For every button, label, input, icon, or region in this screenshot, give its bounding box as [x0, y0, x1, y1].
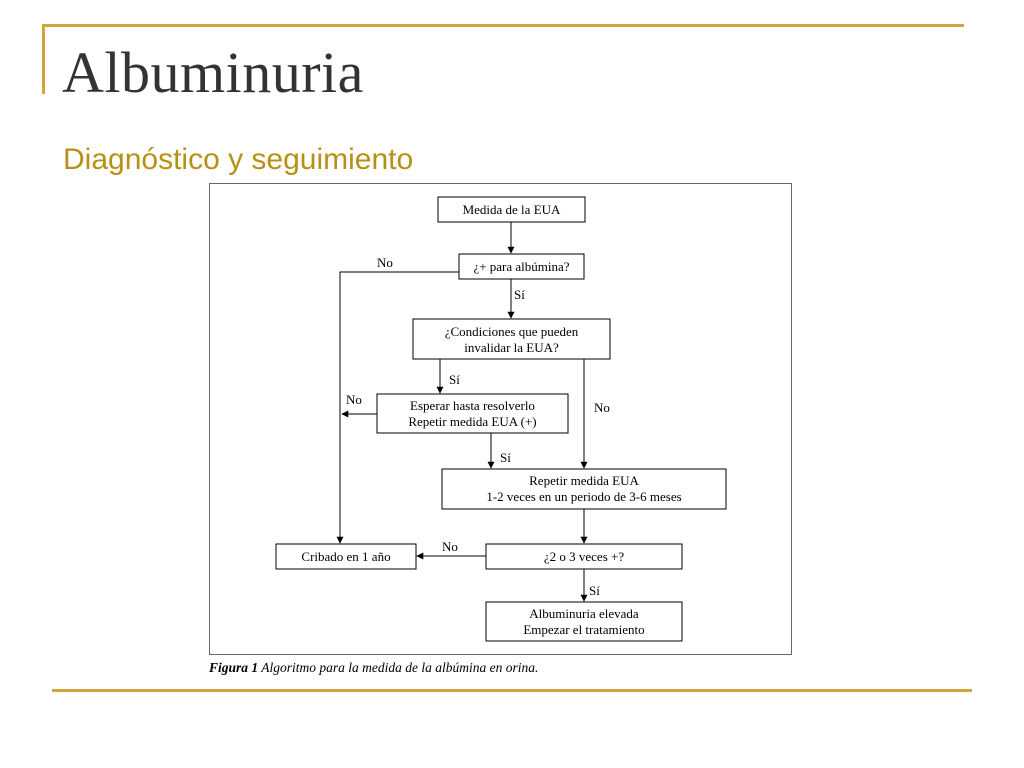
node-dos-tres-veces: ¿2 o 3 veces +?: [485, 543, 683, 570]
node-albuminuria-elevada-line1: Albuminuria elevada: [529, 606, 639, 621]
node-condiciones-line2: invalidar la EUA?: [464, 340, 559, 355]
node-repetir-medida-line2: 1-2 veces en un periodo de 3-6 meses: [486, 489, 681, 504]
bottom-rule: [52, 689, 972, 692]
node-repetir-medida: Repetir medida EUA 1-2 veces en un perio…: [441, 468, 727, 510]
label-no-positivo: No: [377, 255, 393, 270]
flowchart-svg: Medida de la EUA ¿+ para albúmina? ¿Cond…: [209, 183, 792, 655]
node-albuminuria-elevada-line2: Empezar el tratamiento: [523, 622, 644, 637]
label-no-esperar: No: [346, 392, 362, 407]
node-cribado: Cribado en 1 año: [275, 543, 417, 570]
figure-caption-text: Algoritmo para la medida de la albúmina …: [261, 660, 539, 675]
slide-title: Albuminuria: [62, 40, 364, 105]
node-positivo-albumina-text: ¿+ para albúmina?: [473, 259, 569, 274]
node-dos-tres-veces-text: ¿2 o 3 veces +?: [544, 549, 624, 564]
node-medida-eua: Medida de la EUA: [437, 196, 586, 223]
node-repetir-medida-line1: Repetir medida EUA: [529, 473, 639, 488]
label-si-esperar: Sí: [500, 450, 511, 465]
node-albuminuria-elevada: Albuminuria elevada Empezar el tratamien…: [485, 601, 683, 642]
label-no-dos-tres: No: [442, 539, 458, 554]
figure-caption-label: Figura 1: [209, 660, 259, 675]
flowchart-figure: Medida de la EUA ¿+ para albúmina? ¿Cond…: [209, 183, 793, 656]
label-si-dos-tres: Sí: [589, 583, 600, 598]
node-esperar: Esperar hasta resolverlo Repetir medida …: [376, 393, 569, 434]
left-rule: [42, 24, 45, 94]
label-si-positivo: Sí: [514, 287, 525, 302]
node-condiciones-line1: ¿Condiciones que pueden: [445, 324, 579, 339]
slide-subtitle: Diagnóstico y seguimiento: [63, 143, 414, 176]
node-esperar-line1: Esperar hasta resolverlo: [410, 398, 535, 413]
figure-caption: Figura 1 Algoritmo para la medida de la …: [209, 660, 538, 676]
label-no-condiciones: No: [594, 400, 610, 415]
node-esperar-line2: Repetir medida EUA (+): [408, 414, 536, 429]
top-rule: [44, 24, 964, 27]
label-si-condiciones: Sí: [449, 372, 460, 387]
node-condiciones: ¿Condiciones que pueden invalidar la EUA…: [412, 318, 611, 360]
edge-positivo-no-to-cribado: [336, 271, 459, 544]
node-cribado-text: Cribado en 1 año: [301, 549, 390, 564]
node-positivo-albumina: ¿+ para albúmina?: [458, 253, 585, 280]
node-medida-eua-text: Medida de la EUA: [463, 202, 561, 217]
